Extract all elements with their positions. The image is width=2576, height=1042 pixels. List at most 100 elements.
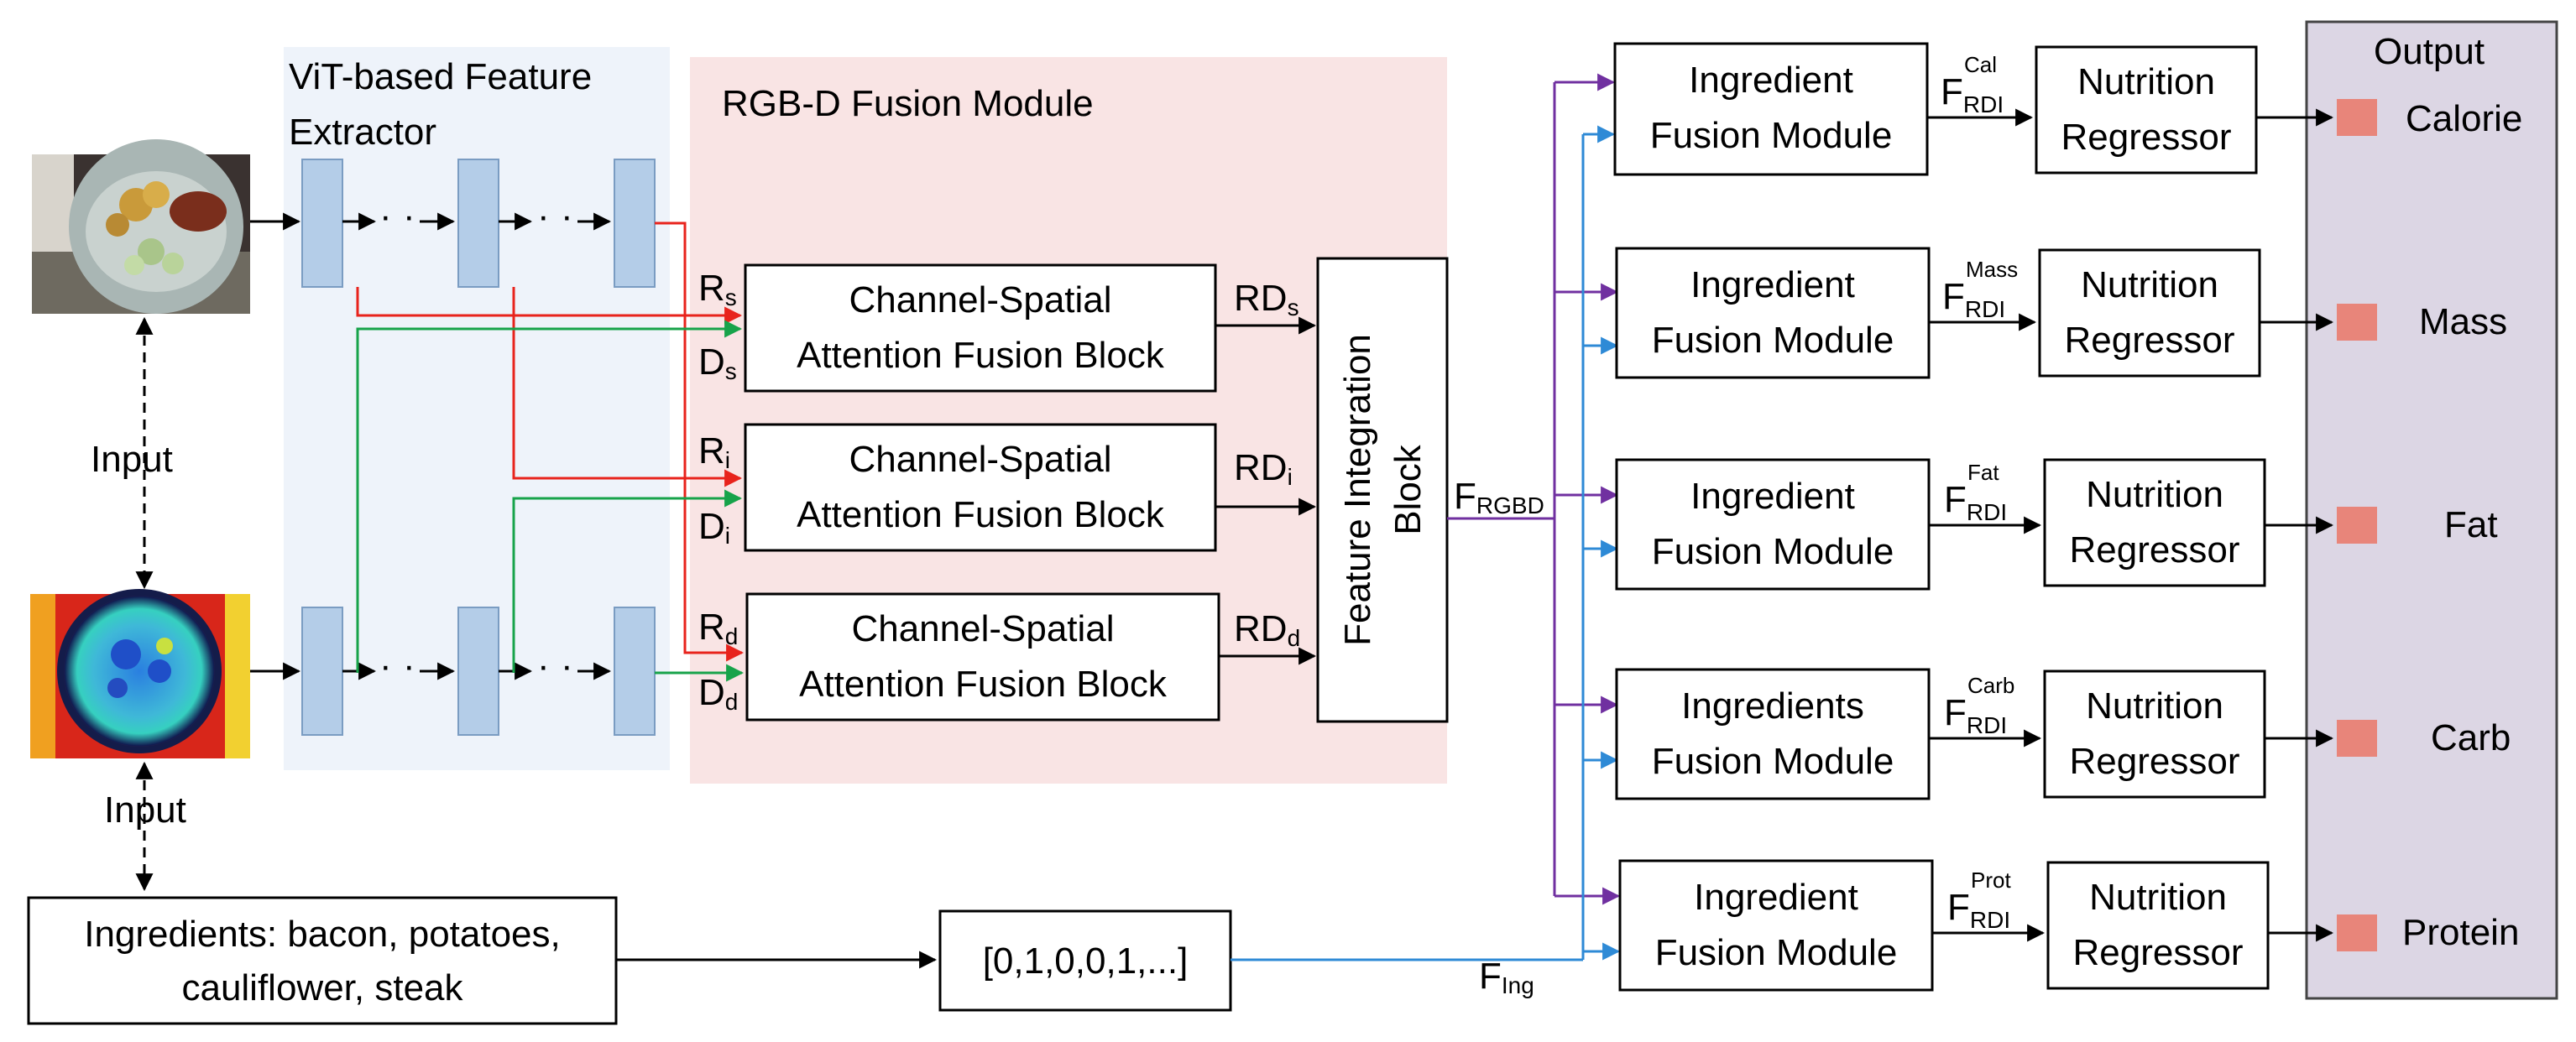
nutrition-regressor <box>2043 669 2266 799</box>
integration-line1: Feature Integration <box>1337 334 1378 646</box>
output-square <box>2337 507 2377 544</box>
vit-depth-token-row: · · · · <box>250 607 656 736</box>
vit-title-line1: ViT-based Feature <box>289 56 592 97</box>
fusion-line1: Ingredient <box>1690 476 1855 517</box>
fusion-line1: Ingredient <box>1689 60 1853 101</box>
output-label: Carb <box>2431 717 2511 758</box>
rgb-feature-paths <box>356 221 745 662</box>
depth-feature-paths <box>356 320 745 682</box>
vit-token <box>301 159 343 288</box>
attention-block-i: Channel-Spatial Attention Fusion Block <box>744 423 1217 552</box>
f-rgbd-bus <box>1447 73 1621 905</box>
regressor-line1: Nutrition <box>2081 264 2218 305</box>
feature-label: FRDI <box>1944 692 2007 738</box>
svg-text:·: · <box>561 645 573 686</box>
svg-text:·: · <box>561 195 573 237</box>
regressor-line2: Regressor <box>2070 741 2240 782</box>
regressor-line2: Regressor <box>2065 320 2235 361</box>
output-square <box>2337 99 2377 136</box>
fusion-line1: Ingredients <box>1681 685 1864 727</box>
ingredient-vector-box: [0,1,0,0,1,...] <box>938 909 1232 1012</box>
input-label-top: Input <box>91 439 173 480</box>
depth-map-image <box>30 589 250 758</box>
feature-integration-block: Feature Integration Block <box>1316 257 1449 723</box>
attention-block-s: Channel-Spatial Attention Fusion Block <box>744 263 1217 393</box>
nutrition-regressor <box>2035 45 2258 175</box>
fusion-line1: Ingredient <box>1690 264 1855 305</box>
branch-carb: Ingredients Fusion Module FRDI Carb Nutr… <box>1615 668 2511 800</box>
feature-label: FRDI <box>1944 479 2007 525</box>
output-square <box>2337 720 2377 757</box>
regressor-line1: Nutrition <box>2089 877 2227 918</box>
label-f-ing: FIng <box>1479 956 1534 998</box>
feature-label: FRDI <box>1941 71 2004 117</box>
attention-block-s-line1: Channel-Spatial <box>849 279 1111 320</box>
vit-token <box>614 607 656 736</box>
regressor-line1: Nutrition <box>2086 685 2223 727</box>
fusion-line2: Fusion Module <box>1652 320 1894 361</box>
nutrition-regressor <box>2038 248 2261 378</box>
fusion-line2: Fusion Module <box>1655 932 1898 973</box>
integration-line2: Block <box>1387 444 1429 535</box>
label-rd-s: RDs <box>1234 278 1299 320</box>
svg-text:·: · <box>537 645 550 686</box>
attention-block-i-line2: Attention Fusion Block <box>797 494 1165 535</box>
vit-token <box>614 159 656 288</box>
fusion-title: RGB-D Fusion Module <box>722 83 1094 124</box>
regressor-line2: Regressor <box>2070 529 2240 570</box>
vit-title-line2: Extractor <box>289 112 436 153</box>
fusion-line2: Fusion Module <box>1652 741 1894 782</box>
label-r-s: Rs <box>698 268 737 310</box>
branch-protein: Ingredient Fusion Module FRDI Prot Nutri… <box>1618 859 2519 992</box>
ingredients-line2: cauliflower, steak <box>181 967 463 1008</box>
input-label-bottom: Input <box>104 789 186 831</box>
output-square <box>2337 914 2377 951</box>
regressor-line2: Regressor <box>2061 117 2232 158</box>
feature-label: FRDI <box>1947 887 2010 933</box>
ingredient-fusion-module <box>1615 458 1931 591</box>
nutrition-regressor <box>2043 458 2266 587</box>
regressor-line1: Nutrition <box>2086 474 2223 515</box>
feature-superscript: Cal <box>1964 52 1997 77</box>
output-title: Output <box>2374 31 2485 72</box>
branch-fat: Ingredient Fusion Module FRDI Fat Nutrit… <box>1615 458 2498 591</box>
feature-label: FRDI <box>1942 276 2005 322</box>
vit-token <box>457 607 499 736</box>
nutrition-regressor <box>2046 861 2270 990</box>
f-ing-bus <box>1231 125 1621 961</box>
vit-token <box>301 607 343 736</box>
feature-superscript: Prot <box>1971 867 2011 893</box>
feature-superscript: Mass <box>1966 257 2018 282</box>
output-square <box>2337 304 2377 341</box>
output-label: Mass <box>2419 301 2507 342</box>
ingredient-fusion-module <box>1613 42 1929 176</box>
branch-calorie: Ingredient Fusion Module FRDI Cal Nutrit… <box>1613 42 2522 176</box>
attention-block-d: Channel-Spatial Attention Fusion Block <box>745 592 1220 722</box>
label-d-i: Di <box>698 506 730 549</box>
svg-text:·: · <box>403 195 415 237</box>
regressor-line2: Regressor <box>2073 932 2244 973</box>
ingredients-box: Ingredients: bacon, potatoes, cauliflowe… <box>27 896 618 1025</box>
ingredient-fusion-module <box>1618 859 1934 992</box>
fusion-line2: Fusion Module <box>1650 115 1893 156</box>
attention-block-d-line2: Attention Fusion Block <box>799 664 1168 705</box>
attention-block-d-line1: Channel-Spatial <box>851 608 1114 649</box>
svg-text:·: · <box>379 645 392 686</box>
label-f-rgbd: FRGBD <box>1454 476 1544 518</box>
ingredient-vector: [0,1,0,0,1,...] <box>983 940 1189 982</box>
vit-rgb-token-row: · · · · <box>250 159 656 288</box>
svg-text:·: · <box>379 195 392 237</box>
output-label: Protein <box>2402 912 2519 953</box>
label-rd-i: RDi <box>1234 447 1293 490</box>
fusion-line1: Ingredient <box>1694 877 1858 918</box>
ingredient-fusion-module <box>1615 247 1931 379</box>
fusion-line2: Fusion Module <box>1652 531 1894 572</box>
ingredients-line1: Ingredients: bacon, potatoes, <box>84 914 561 955</box>
rgb-food-image <box>32 139 250 314</box>
label-rd-d: RDd <box>1234 608 1300 651</box>
feature-superscript: Fat <box>1967 460 1999 485</box>
svg-text:·: · <box>403 645 415 686</box>
label-d-d: Dd <box>698 672 738 715</box>
regressor-line1: Nutrition <box>2077 61 2215 102</box>
